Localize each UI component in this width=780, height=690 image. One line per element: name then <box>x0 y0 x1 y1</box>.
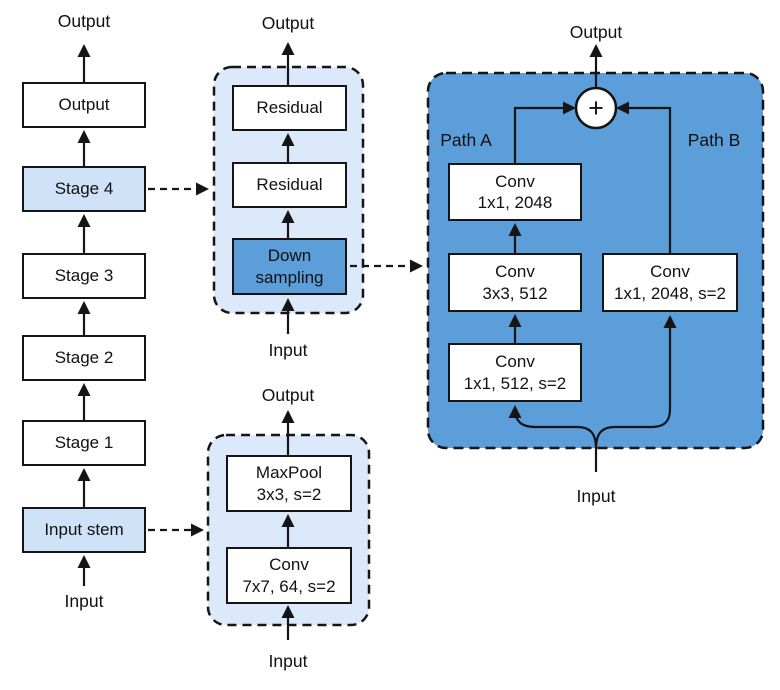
stage1-label: Stage 1 <box>54 433 114 453</box>
stage4-label: Stage 4 <box>54 179 114 199</box>
stem-conv-label-line2: 7x7, 64, s=2 <box>242 576 336 596</box>
conv-a-mid-label-line1: Conv <box>495 262 535 282</box>
conv-a-bot-label-line2: 1x1, 512, s=2 <box>463 373 567 393</box>
conv-b-label-line1: Conv <box>650 262 690 282</box>
wire-input-to-pathb <box>594 315 677 450</box>
stage-detail-input-label: Input <box>268 340 308 360</box>
output-box: Output <box>22 82 146 128</box>
downsampling-label-line1: Down <box>267 246 312 266</box>
path-b-label: Path B <box>687 130 741 150</box>
stage3-box: Stage 3 <box>22 253 146 299</box>
residual-mid-box: Residual <box>232 162 347 208</box>
wire-patha-to-plus <box>513 101 576 163</box>
backbone-input-label: Input <box>64 591 104 611</box>
downsampling-label-line2: sampling <box>255 267 324 287</box>
block-detail-input-label: Input <box>576 486 616 506</box>
input-stem-label: Input stem <box>44 520 124 540</box>
backbone-output-label: Output <box>57 11 111 31</box>
residual-top-box: Residual <box>232 85 347 131</box>
plus-icon: + <box>588 93 604 123</box>
conv-a-mid-label-line2: 3x3, 512 <box>482 283 548 303</box>
stage3-label: Stage 3 <box>54 266 114 286</box>
residual-mid-label: Residual <box>256 175 323 195</box>
block-detail-output-label: Output <box>569 22 623 42</box>
stem-conv-label-line1: Conv <box>269 555 309 575</box>
conv-a-top-label-line2: 1x1, 2048 <box>477 193 553 212</box>
wire-pathb-to-plus <box>616 101 672 253</box>
conv-a-top-box: Conv 1x1, 2048 <box>448 163 582 221</box>
residual-top-label: Residual <box>256 98 323 118</box>
stage-detail-output-label: Output <box>261 13 315 33</box>
maxpool-label-line2: 3x3, s=2 <box>256 484 322 504</box>
stem-conv-box: Conv 7x7, 64, s=2 <box>226 547 352 604</box>
stage2-box: Stage 2 <box>22 335 146 381</box>
downsampling-box: Down sampling <box>232 238 347 295</box>
wire-input-to-patha <box>508 405 598 450</box>
conv-a-top-label-line1: Conv <box>495 171 535 191</box>
conv-a-bot-label-line1: Conv <box>495 352 535 372</box>
stage2-label: Stage 2 <box>54 348 114 368</box>
conv-b-box: Conv 1x1, 2048, s=2 <box>602 253 738 312</box>
maxpool-box: MaxPool 3x3, s=2 <box>226 455 352 512</box>
stage4-box: Stage 4 <box>22 166 146 212</box>
stem-detail-output-label: Output <box>261 385 315 405</box>
add-node-circle <box>574 86 618 130</box>
stem-detail-input-label: Input <box>268 651 308 671</box>
conv-a-bot-box: Conv 1x1, 512, s=2 <box>448 343 582 402</box>
conv-a-mid-box: Conv 3x3, 512 <box>448 253 582 312</box>
stage1-box: Stage 1 <box>22 420 146 466</box>
maxpool-label-line1: MaxPool <box>255 463 323 483</box>
output-box-label: Output <box>58 95 110 115</box>
conv-b-label-line2: 1x1, 2048, s=2 <box>613 283 726 303</box>
input-stem-box: Input stem <box>22 507 146 553</box>
path-a-label: Path A <box>440 130 492 150</box>
